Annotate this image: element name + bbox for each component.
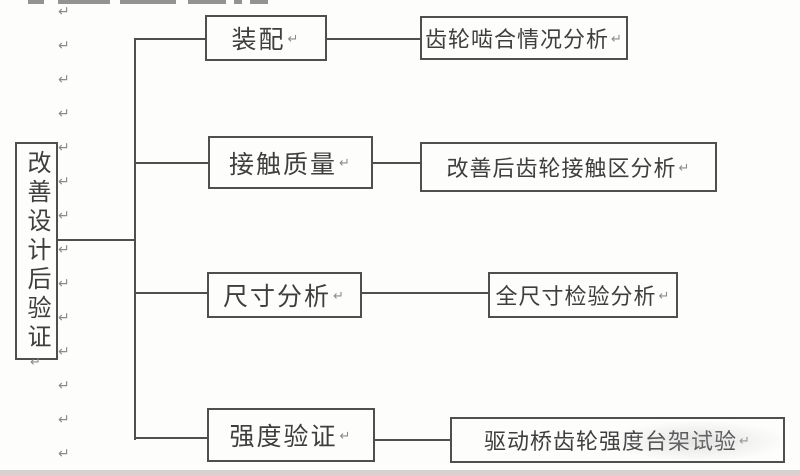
category-node-contact-quality: 接触质量 ↵ — [208, 136, 373, 189]
paragraph-mark-icon: ↵ — [58, 377, 70, 393]
link-line-assembly-detail — [327, 38, 420, 40]
paragraph-mark-icon: ↵ — [658, 287, 671, 303]
branch-line-assembly — [134, 38, 205, 40]
link-line-dimension-analysis-detail — [362, 292, 488, 294]
paragraph-mark-icon: ↵ — [58, 71, 70, 87]
paragraph-mark-icon: ↵ — [339, 155, 352, 170]
root-node-label: 改善设计后验证 — [23, 150, 50, 353]
detail-label: 齿轮啮合情况分析 — [425, 27, 610, 52]
paragraph-mark-icon: ↵ — [339, 427, 353, 443]
paragraph-mark-icon: ↵ — [58, 343, 70, 359]
category-label: 强度验证 — [229, 423, 338, 451]
detail-node-gear-contact-zone-analysis: 改善后齿轮接触区分析 ↵ — [420, 142, 717, 192]
paragraph-mark-icon: ↵ — [58, 37, 70, 53]
link-line-strength-verification-detail — [375, 439, 450, 441]
detail-node-axle-gear-bench-test: 驱动桥齿轮强度台架试验 ↵ — [450, 417, 785, 463]
paragraph-mark-icon: ↵ — [611, 30, 623, 46]
branch-line-strength-verification — [134, 437, 207, 439]
root-node-improved-design-verification: 改善设计后验证 ↵ — [15, 142, 58, 375]
cropped-text-fragment — [188, 0, 226, 4]
link-line-contact-quality-detail — [373, 162, 420, 164]
paragraph-mark-icon: ↵ — [58, 3, 70, 19]
paragraph-mark-icon: ↵ — [58, 105, 70, 121]
detail-node-gear-meshing-analysis: 齿轮啮合情况分析 ↵ — [420, 16, 628, 60]
paragraph-mark-icon: ↵ — [58, 411, 70, 427]
detail-label: 改善后齿轮接触区分析 — [446, 156, 677, 181]
detail-node-full-dimension-inspection: 全尺寸检验分析 ↵ — [488, 272, 678, 318]
cropped-text-fragment — [120, 0, 176, 4]
root-connector-line — [56, 239, 134, 241]
detail-label: 全尺寸检验分析 — [495, 284, 657, 309]
category-node-strength-verification: 强度验证 ↵ — [207, 408, 375, 462]
paragraph-mark-icon: ↵ — [58, 207, 70, 223]
paragraph-mark-icon: ↵ — [739, 432, 751, 448]
cropped-text-fragment — [58, 0, 110, 4]
paragraph-mark-icon: ↵ — [58, 241, 70, 257]
detail-label: 驱动桥齿轮强度台架试验 — [484, 429, 738, 454]
cropped-text-fragment — [234, 0, 242, 4]
branch-line-dimension-analysis — [134, 292, 207, 294]
paragraph-mark-icon: ↵ — [58, 309, 70, 325]
cropped-text-fragment — [28, 0, 44, 4]
trunk-line — [134, 39, 136, 440]
category-node-dimension-analysis: 尺寸分析 ↵ — [207, 272, 362, 318]
branch-line-contact-quality — [134, 162, 208, 164]
paragraph-mark-icon: ↵ — [58, 275, 70, 291]
category-node-assembly: 装配 ↵ — [205, 15, 327, 61]
category-label: 装配 — [231, 26, 286, 54]
cropped-text-fragment — [250, 0, 268, 4]
paragraph-mark-icon: ↵ — [29, 355, 44, 375]
bottom-gray-band — [0, 470, 800, 475]
paragraph-mark-icon: ↵ — [678, 159, 691, 175]
paragraph-mark-icon: ↵ — [333, 287, 346, 303]
paragraph-mark-icon: ↵ — [58, 173, 70, 189]
category-label: 尺寸分析 — [223, 283, 332, 311]
paragraph-mark-icon: ↵ — [58, 139, 70, 155]
category-label: 接触质量 — [229, 150, 338, 179]
paragraph-mark-icon: ↵ — [58, 445, 70, 461]
paragraph-mark-icon: ↵ — [287, 30, 301, 46]
